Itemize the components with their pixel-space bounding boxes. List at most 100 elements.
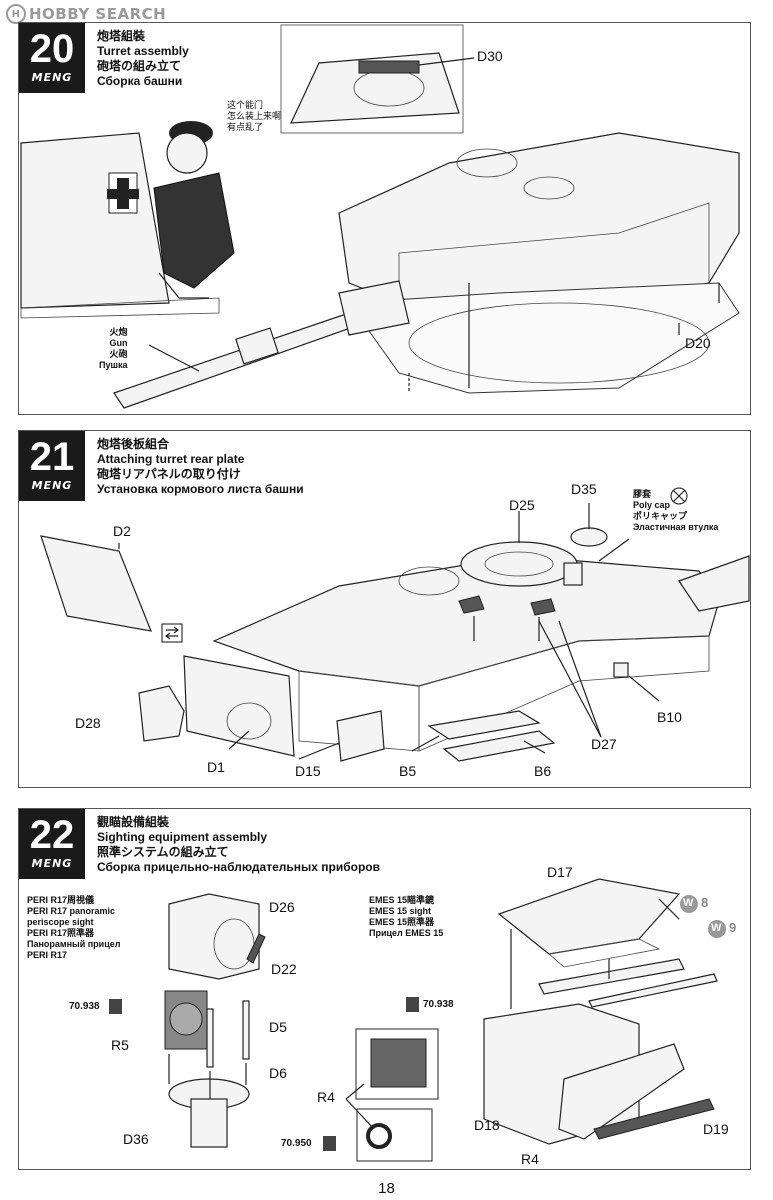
step-titles: 炮塔組裝 Turret assembly 砲塔の組み立て Сборка башн… bbox=[97, 29, 189, 89]
fume-extractor bbox=[235, 327, 279, 365]
part-b10 bbox=[613, 662, 629, 678]
flip-arrows-icon bbox=[161, 623, 183, 643]
step-number: 22 bbox=[29, 813, 75, 857]
tank-hull-sketch bbox=[20, 132, 170, 309]
part-label-d25: D25 bbox=[509, 497, 535, 513]
w8-number: 8 bbox=[701, 895, 709, 910]
part-d35-cap bbox=[570, 527, 608, 547]
poly-cap-callout: 膠套 Poly cap ポリキャップ Эластичная втулка bbox=[633, 489, 719, 532]
step-20-panel: 20 MENG 炮塔組裝 Turret assembly 砲塔の組み立て Сбо… bbox=[18, 22, 751, 415]
brand-label: MENG bbox=[31, 857, 73, 870]
paint-icon-c bbox=[323, 1136, 336, 1151]
part-b6-rail bbox=[442, 730, 556, 762]
part-label-d36: D36 bbox=[123, 1131, 149, 1147]
speech-bubble: 这个能门 怎么装上来啊 有点乱了 bbox=[227, 101, 282, 133]
part-label-d6: D6 bbox=[269, 1065, 287, 1081]
part-label-r5: R5 bbox=[111, 1037, 129, 1053]
title-en: Sighting equipment assembly bbox=[97, 830, 268, 844]
part-d19 bbox=[558, 1043, 685, 1140]
brand-label: MENG bbox=[31, 479, 73, 492]
paint-code-b: 70.938 bbox=[423, 999, 454, 1010]
paint-icon-a bbox=[109, 999, 122, 1014]
turret-side-armour bbox=[418, 635, 710, 752]
part-label-d19: D19 bbox=[703, 1121, 729, 1137]
part-label-d28: D28 bbox=[75, 715, 101, 731]
part-d22 bbox=[246, 933, 266, 964]
w8-label: W bbox=[683, 897, 694, 909]
part-label-d30: D30 bbox=[477, 48, 503, 64]
step-number-badge: 20 MENG bbox=[19, 23, 85, 93]
hobby-search-logo-icon: H bbox=[6, 4, 26, 24]
part-label-d20: D20 bbox=[685, 335, 711, 351]
gun-barrel bbox=[113, 312, 361, 409]
part-d19-rod bbox=[593, 1098, 715, 1140]
part-label-d17: D17 bbox=[547, 864, 573, 880]
step-number-badge: 21 MENG bbox=[19, 431, 85, 501]
title-ja: 照準システムの組み立て bbox=[97, 845, 229, 859]
part-label-d2: D2 bbox=[113, 523, 131, 539]
rear-plate-drawing bbox=[40, 487, 750, 762]
loader-hatch bbox=[523, 176, 575, 200]
step-number-badge: 22 MENG bbox=[19, 809, 85, 879]
peri-caption: PERI R17周視儀 PERI R17 panoramic periscope… bbox=[27, 895, 121, 960]
part-d26-peri-head bbox=[168, 893, 260, 980]
part-d15 bbox=[336, 710, 385, 762]
title-zh: 炮塔組裝 bbox=[97, 29, 146, 43]
poly-cap-part bbox=[563, 562, 583, 586]
part-label-d27: D27 bbox=[591, 736, 617, 752]
step-21-panel: 21 MENG 炮塔後板組合 Attaching turret rear pla… bbox=[18, 430, 751, 788]
w9-label: W bbox=[711, 922, 722, 934]
title-ja: 砲塔の組み立て bbox=[97, 59, 182, 73]
title-ru: Установка кормового листа башни bbox=[97, 482, 304, 496]
title-ru: Сборка башни bbox=[97, 74, 183, 88]
gun-callout: 火炮 Gun 火砲 Пушка bbox=[99, 327, 128, 370]
gun-barrel-stub bbox=[678, 555, 750, 612]
part-label-d26: D26 bbox=[269, 899, 295, 915]
emes-caption: EMES 15瞄準鏡 EMES 15 sight EMES 15照準器 Приц… bbox=[369, 895, 444, 938]
w9-circle-icon bbox=[708, 920, 726, 938]
part-d27-left bbox=[458, 595, 485, 614]
part-w8-strip bbox=[538, 958, 685, 995]
paint-code-c: 70.950 bbox=[281, 1138, 312, 1149]
commander-hatch bbox=[456, 148, 518, 178]
part-label-b10: B10 bbox=[657, 709, 682, 725]
title-ru: Сборка прицельно-наблюдательных приборов bbox=[97, 860, 381, 874]
part-d17-plate bbox=[497, 878, 681, 955]
paint-icon-b bbox=[406, 997, 419, 1012]
part-d5-rod bbox=[242, 1000, 250, 1060]
sighting-equipment-drawing bbox=[109, 878, 726, 1162]
gun-mantlet bbox=[338, 280, 410, 336]
part-d25-ring bbox=[460, 541, 578, 587]
turret-body bbox=[212, 555, 720, 687]
step-number: 20 bbox=[29, 27, 75, 71]
part-d27-right bbox=[530, 598, 556, 616]
turret-assembly-drawing bbox=[20, 24, 740, 409]
part-label-d1: D1 bbox=[207, 759, 225, 775]
title-en: Turret assembly bbox=[97, 44, 189, 58]
w8-circle-icon bbox=[680, 895, 698, 913]
page-number: 18 bbox=[378, 1180, 395, 1197]
part-label-b6: B6 bbox=[534, 763, 552, 779]
part-label-d15: D15 bbox=[295, 763, 321, 779]
part-d28-box bbox=[138, 685, 185, 742]
part-label-r4-b: R4 bbox=[521, 1151, 539, 1167]
part-d6-rod bbox=[206, 1008, 214, 1068]
turret-ring-part-d20 bbox=[348, 282, 740, 394]
title-zh: 觀瞄設備組裝 bbox=[97, 815, 170, 829]
brand-label: MENG bbox=[31, 71, 73, 84]
part-label-b5: B5 bbox=[399, 763, 417, 779]
iron-cross-emblem bbox=[107, 178, 139, 209]
soldier-body bbox=[153, 172, 235, 289]
detail-inset-frame bbox=[280, 24, 464, 134]
inset-part-d30 bbox=[358, 60, 420, 74]
part-label-d22: D22 bbox=[271, 961, 297, 977]
step-22-panel: 22 MENG 觀瞄設備組裝 Sighting equipment assemb… bbox=[18, 808, 751, 1170]
part-b5-rail bbox=[427, 710, 541, 740]
step-titles: 炮塔後板組合 Attaching turret rear plate 砲塔リアパ… bbox=[97, 437, 304, 497]
part-d2-plate bbox=[40, 535, 152, 632]
part-w9-strip bbox=[588, 973, 718, 1008]
part-d1-rear-plate bbox=[183, 655, 295, 757]
title-zh: 炮塔後板組合 bbox=[97, 437, 170, 451]
title-en: Attaching turret rear plate bbox=[97, 452, 245, 466]
